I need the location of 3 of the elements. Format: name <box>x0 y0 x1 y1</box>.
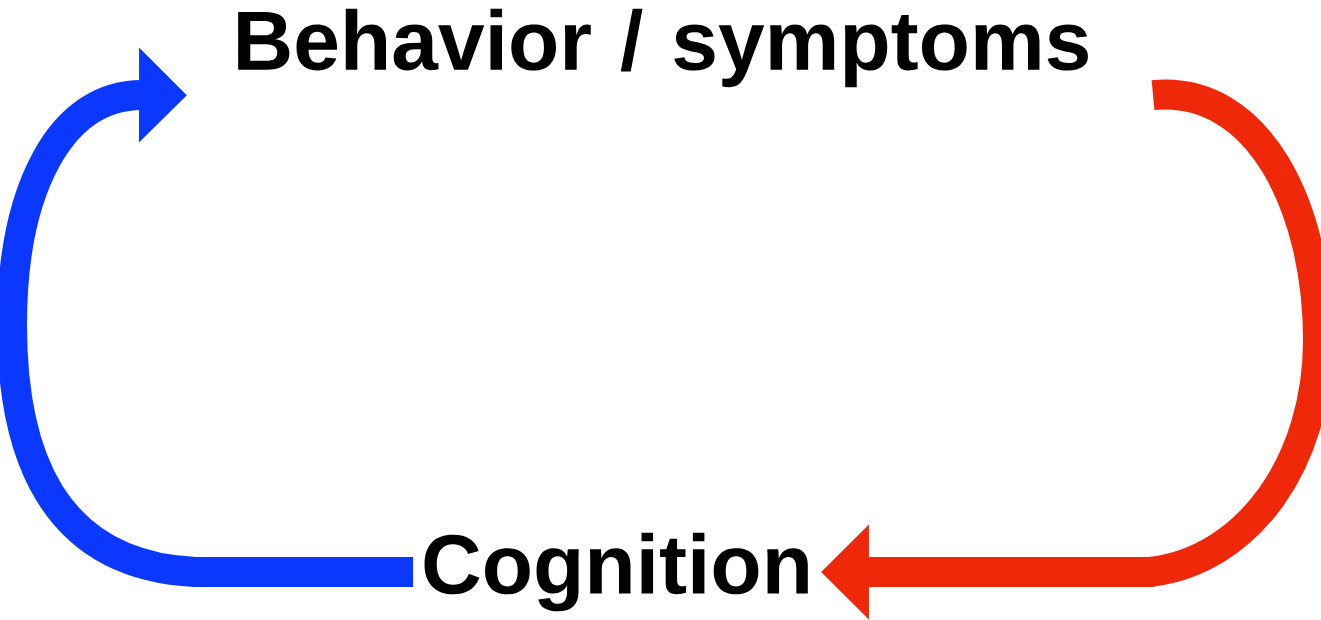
curved-arrow <box>0 47 414 587</box>
label-text: Cognition <box>424 532 808 612</box>
label-text: Behavior / symptoms <box>238 8 1088 88</box>
